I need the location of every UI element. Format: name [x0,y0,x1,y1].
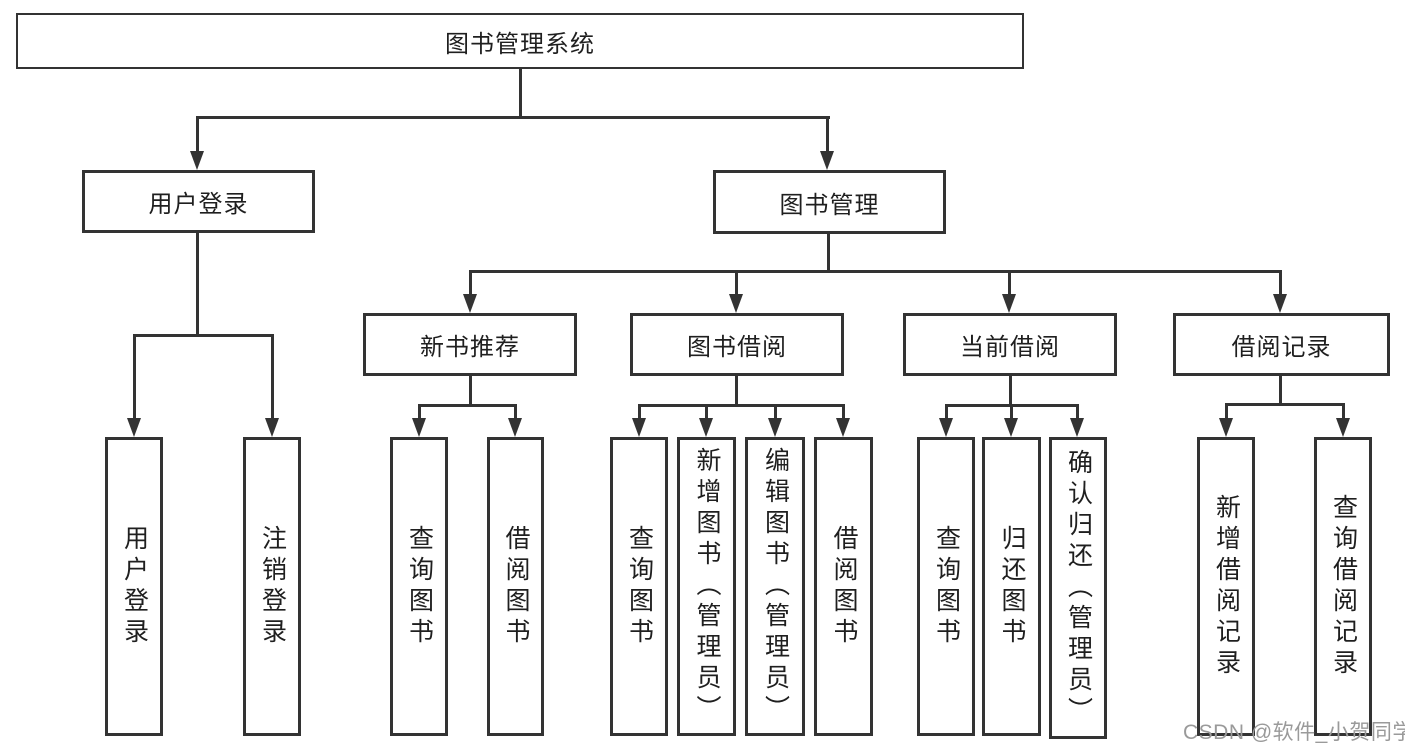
node-label: 图书借阅 [687,334,787,361]
connector-line [418,404,421,418]
node-label: 新增借阅记录 [1212,493,1241,680]
connector-line [638,404,641,418]
leaf-add-borrow-record: 新增借阅记录 [1197,437,1255,736]
connector-line [1279,375,1282,406]
node-label: 借阅图书 [502,524,530,649]
csdn-watermark: CSDN @软件_小贺同学 [1183,721,1405,744]
leaf-return-books: 归还图书 [982,437,1041,736]
node-label: 当前借阅 [960,334,1060,361]
node-user-login: 用户登录 [82,170,315,233]
leaf-confirm-return-admin: 确认归还（管理员） [1049,437,1107,739]
arrow-down-icon [265,418,279,437]
node-label: 新书推荐 [420,334,520,361]
leaf-add-books-admin: 新增图书（管理员） [677,437,736,736]
connector-line [418,404,517,407]
node-label: 查询借阅记录 [1329,493,1358,680]
connector-line [735,375,738,406]
connector-line [469,375,472,406]
node-label: 用户登录 [120,524,149,649]
node-label: 借阅记录 [1231,334,1332,361]
connector-line [1225,403,1344,406]
node-new-book-recommendation: 新书推荐 [363,313,577,376]
arrow-down-icon [508,418,522,437]
connector-line [1010,404,1013,418]
leaf-user-login: 用户登录 [105,437,163,736]
arrow-down-icon [1004,418,1018,437]
connector-line [1008,270,1011,294]
connector-line [196,232,199,336]
node-label: 查询图书 [625,524,654,649]
node-label: 归还图书 [998,524,1026,649]
node-label: 用户登录 [148,191,249,218]
connector-line [1225,403,1228,418]
arrow-down-icon [699,418,713,437]
node-label: 查询图书 [405,524,434,649]
connector-line [196,116,199,154]
connector-line [469,270,1282,273]
arrow-down-icon [412,418,426,437]
connector-line [774,404,777,418]
arrow-down-icon [1273,294,1287,313]
node-book-management: 图书管理 [713,170,946,234]
connector-line [1009,375,1012,406]
node-label: 注销登录 [258,524,287,649]
connector-line [638,404,845,407]
connector-line [826,116,829,154]
connector-line [469,270,472,294]
leaf-query-books-recommend: 查询图书 [390,437,448,736]
node-library-management-system: 图书管理系统 [16,13,1024,69]
node-label: 图书管理系统 [445,30,595,58]
arrow-down-icon [836,418,850,437]
arrow-down-icon [1070,418,1084,437]
node-label: 图书管理 [779,191,880,219]
arrow-down-icon [1336,418,1350,437]
leaf-borrow-books: 借阅图书 [814,437,873,736]
arrow-down-icon [939,418,953,437]
arrow-down-icon [190,151,204,170]
connector-line [1076,404,1079,418]
arrow-down-icon [768,418,782,437]
connector-line [735,270,738,294]
connector-line [945,404,948,418]
leaf-logout: 注销登录 [243,437,301,736]
arrow-down-icon [127,418,141,437]
leaf-borrow-books-recommend: 借阅图书 [487,437,544,736]
connector-line [827,233,830,272]
connector-line [1279,270,1282,294]
leaf-query-books-borrowing: 查询图书 [610,437,668,736]
node-book-borrowing: 图书借阅 [630,313,844,376]
leaf-edit-books-admin: 编辑图书（管理员） [745,437,805,736]
connector-line [133,334,136,418]
node-label: 查询图书 [932,524,961,649]
connector-line [519,67,522,119]
node-current-borrowing: 当前借阅 [903,313,1117,376]
connector-line [133,334,274,337]
leaf-query-borrow-record: 查询借阅记录 [1314,437,1372,736]
connector-line [842,404,845,418]
arrow-down-icon [1002,294,1016,313]
arrow-down-icon [820,151,834,170]
connector-line [1342,403,1345,418]
arrow-down-icon [632,418,646,437]
connector-line [196,116,830,119]
arrow-down-icon [1219,418,1233,437]
connector-line [705,404,708,418]
connector-line [514,404,517,418]
node-label: 确认归还（管理员） [1064,448,1093,728]
arrow-down-icon [729,294,743,313]
leaf-query-books-current: 查询图书 [917,437,975,736]
connector-line [271,334,274,418]
node-label: 编辑图书（管理员） [761,447,790,726]
node-label: 借阅图书 [830,524,858,649]
arrow-down-icon [463,294,477,313]
node-borrowing-records: 借阅记录 [1173,313,1390,376]
node-label: 新增图书（管理员） [693,447,721,726]
